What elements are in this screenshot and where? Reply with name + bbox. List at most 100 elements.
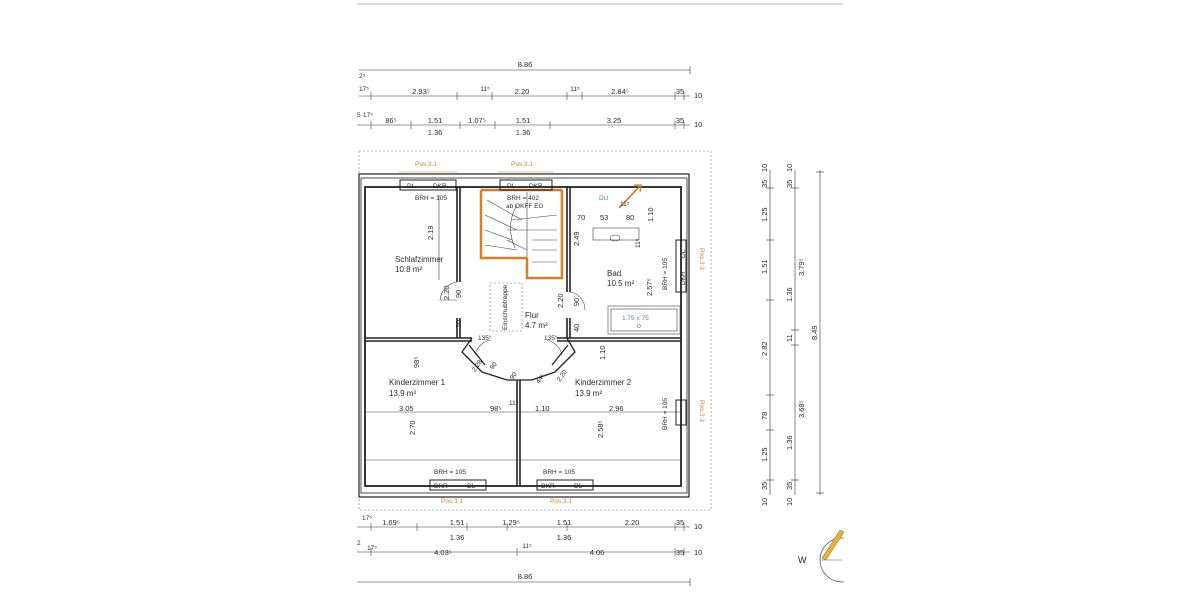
dkr-label: DKR xyxy=(680,271,687,285)
pos-label: Pos.3.1 xyxy=(698,248,705,270)
room-labels: Schlafzimmer 10.8 m² Bad 10.5 m² Flur 4.… xyxy=(389,255,634,398)
pos-label: Pos.3.1 xyxy=(511,161,533,168)
dim-top2: 1.51 xyxy=(516,116,531,125)
dim-top2: 35 xyxy=(676,116,684,125)
dim-label: 2.19 xyxy=(426,225,435,240)
dim-bottom2: 2 xyxy=(357,540,361,547)
dim-label: 2.57⁵ xyxy=(645,278,654,296)
dl-label: DL xyxy=(467,483,476,490)
dim-right1: 10 xyxy=(760,164,769,172)
dim-right2: 1.36 xyxy=(785,287,794,302)
dkr-label: DKR xyxy=(434,483,448,490)
dim-top1: 2.93⁵ xyxy=(412,87,430,96)
dim-label: 98⁵ xyxy=(490,404,501,413)
dim-label: 2.58⁵ xyxy=(596,420,605,438)
dim-top2: 1.51 xyxy=(428,116,443,125)
pos-label: Pos.3.1 xyxy=(698,400,705,422)
right-dimension-chain: .rt { font-family:"Liberation Sans", san… xyxy=(760,164,824,506)
dl-label: DL xyxy=(507,183,516,190)
bottom-dimension-chain: 17⁵ 1.69⁵ 1.51 1.36 1.29⁵ 1.51 1.36 2.20… xyxy=(357,515,702,586)
dim-right1: 1.51 xyxy=(760,259,769,274)
dim-label: 70 xyxy=(577,213,585,222)
dim-top1: 10 xyxy=(694,91,702,100)
dim-label: 90 xyxy=(572,298,581,306)
room-name-flur: Flur xyxy=(525,311,539,320)
room-name-kinderzimmer-2: Kinderzimmer 2 xyxy=(575,378,632,387)
dim-top2: 1.36 xyxy=(516,128,531,137)
dim-label: 2.20 xyxy=(556,293,565,308)
top-dimension-chain: 8.86 2⁵ 17⁵ 2.93⁵ 11⁵ 2.20 11⁵ 2.84⁵ 35 … xyxy=(357,60,702,137)
dim-top2: 1.36 xyxy=(428,128,443,137)
room-name-schlafzimmer: Schlafzimmer xyxy=(395,255,444,264)
dim-right2: 10 xyxy=(785,164,794,172)
dim-top1: 35 xyxy=(676,87,684,96)
bathtub-label: 1.75 x 75 xyxy=(622,315,649,322)
bathroom-fixtures: 1.75 x 75 DU xyxy=(592,184,681,335)
dim-right2: 35 xyxy=(785,482,794,490)
dim-label: 98⁵ xyxy=(412,357,421,368)
dim-bottom2: 35 xyxy=(676,548,684,557)
interior-dimensions: 2.19 2.20 90 70 2.49 90 2.20 40 70 53 80… xyxy=(399,195,655,438)
brh-label: BRH = 105 xyxy=(662,398,669,430)
dim-label: 2.49 xyxy=(572,231,581,246)
room-area-flur: 4.7 m² xyxy=(525,321,548,330)
dim-label: 135° xyxy=(544,334,558,342)
pos-label: Pos.3.1 xyxy=(441,498,463,505)
overall-width-bottom: 8.86 xyxy=(518,572,533,581)
room-name-kinderzimmer-1: Kinderzimmer 1 xyxy=(389,378,446,387)
dim-top2: 10 xyxy=(694,120,702,129)
staircase: BRH = 402 ab OKFF EG xyxy=(479,188,564,280)
dim-bottom1: 1.69⁵ xyxy=(382,518,400,527)
pos-label: Pos.3.1 xyxy=(415,161,437,168)
dim-right2: 11 xyxy=(785,334,794,342)
dim-right1: 35 xyxy=(760,180,769,188)
dim-right2: 1.36 xyxy=(785,435,794,450)
dim-label: 11⁵ xyxy=(635,238,642,248)
roof-windows: DL DKR Pos.3.1 DL DKR Pos.3.1 DKR DL Pos… xyxy=(399,161,705,505)
dim-top1: 11⁵ xyxy=(570,86,580,93)
interior-walls xyxy=(365,187,681,486)
roof-outline xyxy=(358,150,712,511)
dim-label: 53 xyxy=(600,213,608,222)
dkr-label: DKR xyxy=(529,183,543,190)
dim-bottom2: 17⁵ xyxy=(367,545,377,552)
room-name-bad: Bad xyxy=(607,269,621,278)
dim-right2: 3.79⁵ xyxy=(797,258,806,276)
dim-label: 44⁵ xyxy=(535,373,547,385)
dim-bottom1: 35 xyxy=(676,518,684,527)
dim-top2: 5 xyxy=(357,112,361,119)
brh-label: BRH = 105 xyxy=(434,469,466,476)
dim-top1: 2.84⁵ xyxy=(611,87,629,96)
dim-top2: 3.25 xyxy=(607,116,622,125)
dkr-label: DKR xyxy=(541,483,555,490)
dim-bottom1: 2.20 xyxy=(625,518,640,527)
dim-label: 11⁵ xyxy=(620,201,630,208)
room-area-kinderzimmer-2: 13.9 m² xyxy=(575,389,602,398)
dim-bottom2: 11⁵ xyxy=(522,543,532,550)
room-area-schlafzimmer: 10.8 m² xyxy=(395,265,422,274)
dl-label: DL xyxy=(407,183,416,190)
brh-label: BRH = 105 xyxy=(543,469,575,476)
floor-plan: 8.86 2⁵ 17⁵ 2.93⁵ 11⁵ 2.20 11⁵ 2.84⁵ 35 … xyxy=(357,3,843,586)
dim-bottom1: 1.51 xyxy=(557,518,572,527)
dim-label: 1.10 xyxy=(646,207,655,222)
dim-top2: 17⁵ xyxy=(363,112,373,119)
compass-west-label: W xyxy=(798,555,807,565)
dim-label: 1.10 xyxy=(598,345,607,360)
dim-bottom1: 1.29⁵ xyxy=(502,518,520,527)
attic-ladder-outline xyxy=(489,282,523,332)
dim-label: 90 xyxy=(509,371,519,381)
dim-bottom2: 4.03⁵ xyxy=(434,548,452,557)
dim-right1: 1.25 xyxy=(760,447,769,462)
dim-right1: 35 xyxy=(760,482,769,490)
einschubtreppe-label: Einschubtreppe xyxy=(502,284,509,330)
plan-sheet: 8.86 2⁵ 17⁵ 2.93⁵ 11⁵ 2.20 11⁵ 2.84⁵ 35 … xyxy=(357,0,843,600)
dim-label: 2.20 xyxy=(442,285,451,300)
dim-top1: 2.20 xyxy=(515,87,530,96)
dim-label: 3.05 xyxy=(399,404,414,413)
overall-width-top: 8.86 xyxy=(518,60,533,69)
corridor-angled-walls xyxy=(461,337,576,381)
dim-label: 80 xyxy=(626,213,634,222)
dim-top2: 86⁵ xyxy=(385,116,396,125)
dim-label: 2.20 xyxy=(556,368,569,383)
